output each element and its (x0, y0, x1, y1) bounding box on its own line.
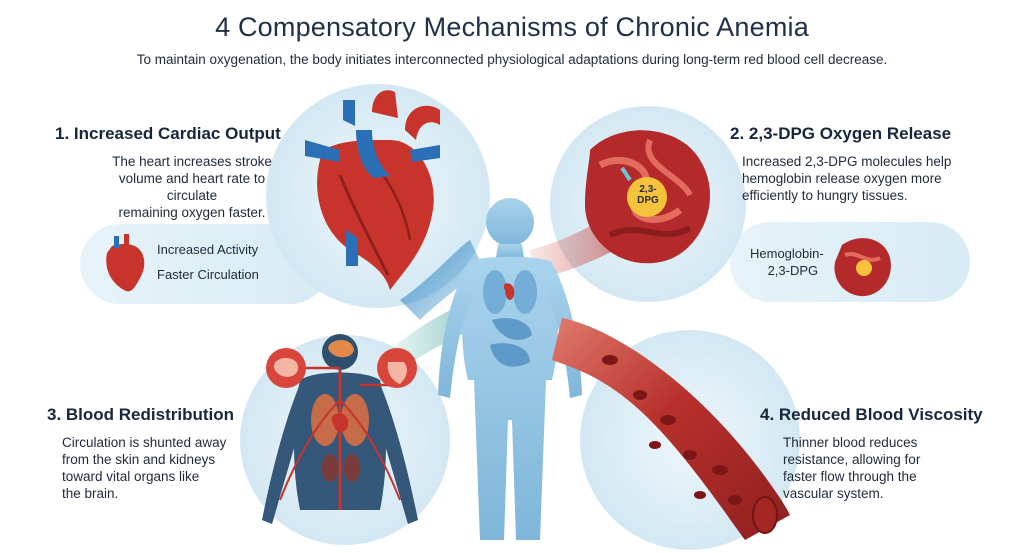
mechanism-4-body: Thinner blood reduces resistance, allowi… (783, 434, 983, 502)
human-figure-icon (438, 198, 582, 540)
blood-vessel-icon (552, 318, 790, 540)
mechanism-1-heading: 1. Increased Cardiac Output (55, 124, 281, 143)
mechanism-1-body-line: remaining oxygen faster. (118, 205, 266, 220)
mechanism-4-heading: 4. Reduced Blood Viscosity (760, 405, 983, 424)
mechanism-3-body-line: the brain. (62, 486, 119, 501)
circulatory-system-icon (262, 334, 418, 524)
dpg-molecule-label: 2,3- DPG (632, 184, 664, 206)
mechanism-2-body-line: efficiently to hungry tissues. (742, 188, 908, 203)
mechanism-3-heading: 3. Blood Redistribution (47, 405, 234, 424)
tag-faster-circulation: Faster Circulation (157, 267, 259, 282)
mechanism-1-body-line: volume and heart rate to circulate (118, 171, 266, 203)
brain-icon (266, 348, 306, 388)
mechanism-2-body-line: Increased 2,3-DPG molecules help (742, 154, 952, 169)
mechanism-4-body-line: Thinner blood reduces (783, 435, 918, 450)
mechanism-4-body-line: resistance, allowing for (783, 452, 921, 467)
tag-increased-activity: Increased Activity (157, 242, 259, 257)
mechanism-2-body: Increased 2,3-DPG molecules help hemoglo… (742, 153, 982, 204)
mechanism-1-body: The heart increases stroke volume and he… (92, 153, 292, 221)
page-subtitle: To maintain oxygenation, the body initia… (136, 52, 888, 67)
heart-icon (305, 90, 440, 290)
page-title: 4 Compensatory Mechanisms of Chronic Ane… (215, 12, 809, 42)
hemoglobin-small-icon (834, 238, 891, 297)
mechanism-3-body: Circulation is shunted away from the ski… (62, 434, 262, 502)
mechanism-4-body-line: faster flow through the (783, 469, 917, 484)
mechanism-3-body-line: from the skin and kidneys (62, 452, 216, 467)
hemoglobin-molecule-icon (585, 130, 711, 264)
tag-hemoglobin-dpg: Hemoglobin- 2,3-DPG (750, 245, 824, 279)
dpg-label-line: 2,3- (639, 184, 657, 195)
heart-small-icon (106, 234, 145, 292)
mechanism-2-heading: 2. 2,3-DPG Oxygen Release (730, 124, 952, 143)
tag-hemoglobin-line: Hemoglobin- (750, 246, 824, 261)
mechanism-3-body-line: toward vital organs like (62, 469, 200, 484)
mechanism-3-body-line: Circulation is shunted away (62, 435, 227, 450)
mechanism-1-body-line: The heart increases stroke (112, 154, 272, 169)
dpg-pointer (620, 166, 632, 182)
mechanism-2-body-line: hemoglobin release oxygen more (742, 171, 942, 186)
mechanism-4-body-line: vascular system. (783, 486, 884, 501)
dpg-label-line: DPG (637, 195, 659, 206)
heart-circle-icon (377, 348, 417, 388)
ribbon-heart (400, 240, 482, 320)
tag-dpg-line: 2,3-DPG (767, 263, 819, 278)
